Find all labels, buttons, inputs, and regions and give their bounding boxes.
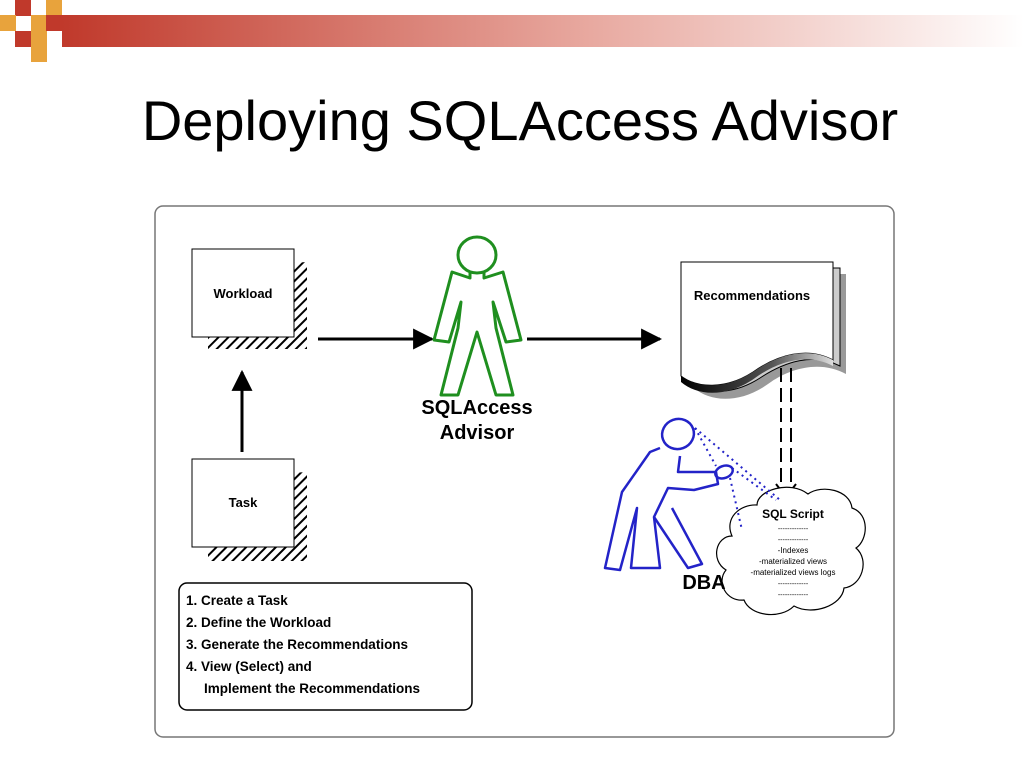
dba-label: DBA bbox=[682, 572, 725, 594]
slide-title: Deploying SQLAccess Advisor bbox=[141, 89, 899, 152]
deco-square bbox=[46, 0, 62, 16]
step-item: 1. Create a Task bbox=[186, 593, 288, 608]
dba-figure-icon bbox=[603, 417, 734, 572]
steps-box bbox=[178, 582, 473, 711]
step-item: 2. Define the Workload bbox=[186, 615, 331, 630]
deco-square bbox=[31, 46, 47, 62]
recommendations-label: Recommendations bbox=[694, 288, 810, 303]
sql-script-line: -materialized views bbox=[759, 557, 827, 566]
deco-square bbox=[46, 15, 62, 31]
step-item: 3. Generate the Recommendations bbox=[186, 637, 408, 652]
sql-script-line: ------------- bbox=[778, 537, 809, 544]
workload-box: Workload bbox=[191, 248, 307, 349]
sql-script-line: -Indexes bbox=[778, 546, 809, 555]
deco-square bbox=[31, 31, 47, 47]
recommendations-document: Recommendations bbox=[680, 261, 846, 399]
deco-square bbox=[0, 15, 16, 31]
sql-script-title: SQL Script bbox=[762, 507, 824, 521]
task-box: Task bbox=[191, 458, 307, 561]
deco-square bbox=[15, 31, 31, 47]
sql-script-line: ------------- bbox=[778, 526, 809, 533]
step-item: 4. View (Select) and bbox=[186, 659, 312, 674]
deco-square bbox=[31, 15, 47, 31]
corner-decoration bbox=[0, 0, 1024, 62]
sql-script-line: ------------- bbox=[778, 592, 809, 599]
sql-script-line: -materialized views logs bbox=[751, 568, 836, 577]
sql-script-cloud: SQL Script ------------- ------------- -… bbox=[716, 486, 866, 616]
header-gradient-bar bbox=[62, 15, 1024, 47]
task-label: Task bbox=[229, 495, 258, 510]
sql-script-line: ------------- bbox=[778, 581, 809, 588]
advisor-label-line2: Advisor bbox=[440, 422, 515, 444]
dba-gaze-lines bbox=[694, 427, 781, 531]
advisor-figure-icon bbox=[432, 235, 523, 397]
advisor-label-line1: SQLAccess bbox=[421, 397, 532, 419]
step-item: Implement the Recommendations bbox=[204, 681, 420, 696]
deco-square bbox=[15, 0, 31, 16]
workload-label: Workload bbox=[214, 286, 273, 301]
